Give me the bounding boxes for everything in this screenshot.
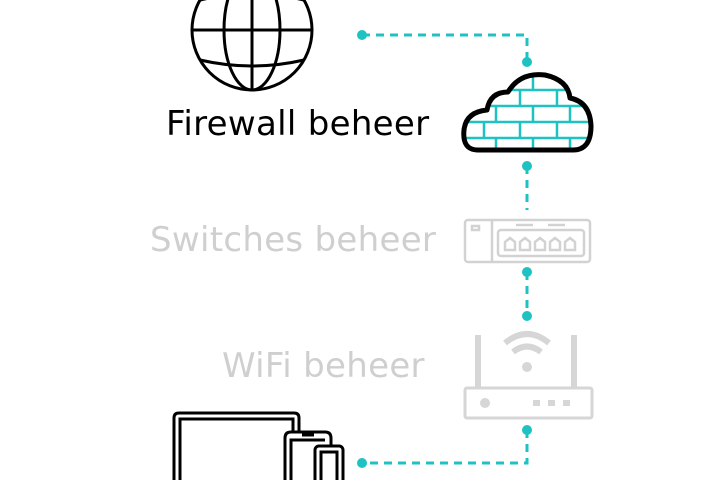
- firewall-cloud-icon: [461, 72, 594, 153]
- connector-dot: [522, 161, 532, 171]
- connector-dot: [522, 425, 532, 435]
- connector-router-devices: [362, 430, 529, 465]
- connector-dot: [522, 311, 532, 321]
- firewall-label: Firewall beheer: [166, 104, 430, 144]
- wifi-router-icon: [463, 331, 594, 420]
- devices-icon: [172, 411, 345, 480]
- wifi-label: WiFi beheer: [222, 346, 425, 386]
- connector-dot: [357, 30, 367, 40]
- connector-globe-firewall: [362, 33, 529, 62]
- switches-label: Switches beheer: [150, 220, 437, 260]
- connector-lines: [362, 33, 529, 465]
- globe-icon: [190, 0, 314, 92]
- connector-dot: [522, 267, 532, 277]
- network-switch-icon: [463, 218, 592, 264]
- connector-dot: [357, 458, 367, 468]
- connector-dots: [357, 30, 532, 468]
- connector-dot: [522, 57, 532, 67]
